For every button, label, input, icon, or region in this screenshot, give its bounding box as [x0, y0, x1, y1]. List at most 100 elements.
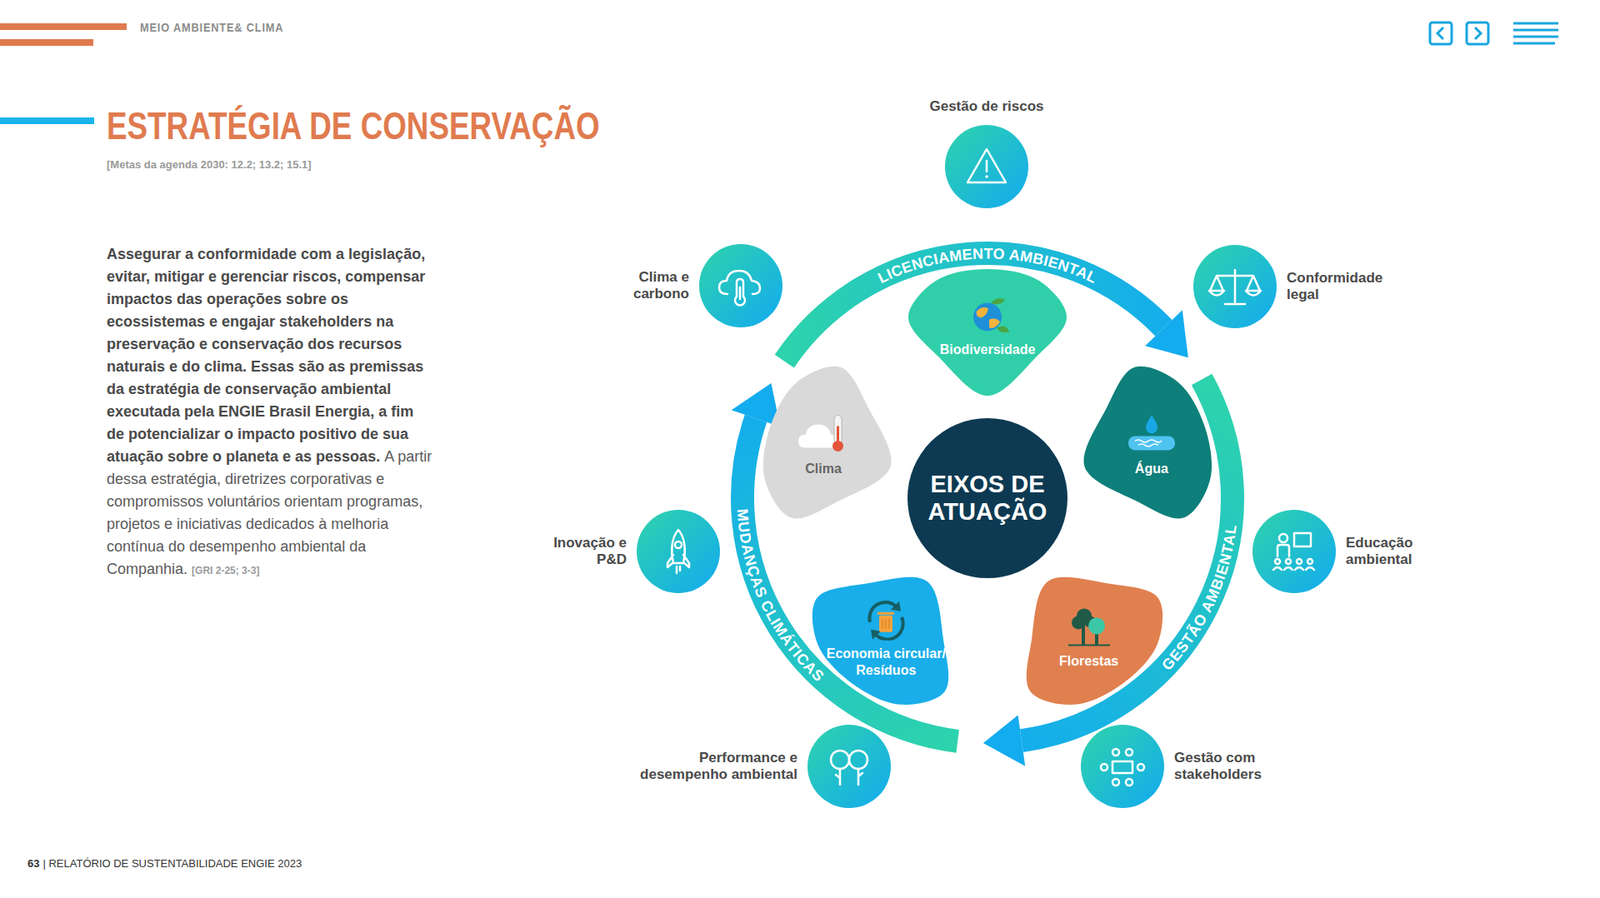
icon-dot	[1125, 749, 1133, 756]
icon-dot	[1279, 534, 1288, 543]
topic-icon	[719, 270, 760, 305]
petal-label: Água	[1135, 460, 1169, 477]
petal-label: Biodiversidade	[940, 341, 1036, 358]
arc-label: GESTÃO AMBIENTAL	[1158, 523, 1240, 674]
circle-fill	[1252, 510, 1336, 594]
petal-fill	[1060, 352, 1230, 543]
page-title: ESTRATÉGIA DE CONSERVAÇÃO	[106, 106, 600, 145]
title-bar	[0, 117, 95, 125]
topic-label: Gestão de riscos	[929, 98, 1044, 115]
circle-shape	[1252, 510, 1336, 594]
icon-stroke	[1305, 567, 1315, 570]
icon-stroke	[1112, 761, 1133, 774]
cycle-ring: LICENCIAMENTO AMBIENTALGESTÃO AMBIENTALM…	[731, 245, 1240, 766]
icon-dot	[985, 175, 989, 179]
nav-icons	[1430, 22, 1559, 45]
icon-dot	[1307, 559, 1313, 565]
body-text: A partir dessa estratégia, diretrizes co…	[106, 448, 432, 578]
icon-stroke	[976, 307, 1000, 329]
petal-icon	[1125, 412, 1179, 456]
axis-petal: Clima	[733, 348, 934, 549]
petal-icon	[859, 597, 913, 641]
petal-content: Economia circular/ Resíduos	[815, 597, 957, 678]
petal-shape	[887, 235, 1088, 436]
bin-lid	[877, 612, 895, 615]
topic-label: Inovação e P&D	[543, 535, 627, 570]
topic-circle: Inovação e P&D	[636, 510, 720, 594]
petal-fill	[745, 352, 915, 543]
reference-note: [GRI 2-25; 3-3]	[191, 565, 260, 577]
icon-stroke	[1284, 567, 1293, 570]
topic-circle: Gestão com stakeholders	[1080, 725, 1165, 809]
arc-label-text: MUDANÇAS CLIMÁTICAS	[734, 508, 828, 685]
topic-icon	[830, 750, 868, 785]
icon-dot	[973, 302, 1002, 331]
topic-circle: Educação ambiental	[1252, 510, 1336, 594]
icon-stroke	[870, 601, 901, 640]
petal-content: Florestas	[1018, 605, 1160, 670]
icon-dot	[849, 750, 868, 770]
icon-dot	[1112, 749, 1120, 756]
thermometer	[834, 415, 842, 444]
icon-dot	[1100, 764, 1108, 771]
arc-label-text: GESTÃO AMBIENTAL	[1158, 523, 1240, 674]
topic-icon	[1273, 533, 1315, 570]
petal-fill	[908, 269, 1067, 396]
petal-fill	[983, 535, 1186, 731]
icon-dot	[1296, 559, 1302, 565]
petal-content: Clima	[752, 412, 895, 477]
icon-stroke	[835, 769, 863, 785]
icon-stroke	[1135, 440, 1162, 447]
circle-fill	[699, 244, 783, 328]
petal-icon	[796, 412, 850, 456]
icon-dot	[1137, 764, 1145, 771]
circle-shape	[1080, 725, 1165, 809]
circle-fill	[945, 125, 1029, 209]
topic-label: Conformidade legal	[1286, 270, 1395, 305]
icon-stroke	[967, 149, 1006, 183]
petal-label: Clima	[805, 460, 842, 477]
circle-fill	[636, 510, 720, 594]
icon-stroke	[667, 530, 690, 574]
icon-dot	[675, 541, 682, 549]
icon-stroke	[1273, 567, 1282, 570]
petal-label: Economia circular/ Resíduos	[819, 645, 953, 678]
circle-fill	[1193, 245, 1277, 329]
petal-shape	[733, 348, 934, 549]
icon-stroke	[990, 298, 1010, 333]
axis-petal: Biodiversidade	[887, 235, 1088, 436]
circle-shape	[945, 125, 1029, 209]
header-bar	[0, 23, 127, 30]
arc-label: MUDANÇAS CLIMÁTICAS	[734, 508, 828, 685]
icon-dot	[1275, 559, 1280, 565]
body-paragraph: Assegurar a conformidade com a legislaçã…	[106, 243, 434, 583]
arrow-head	[1145, 310, 1189, 358]
topic-label: Clima e carbono	[614, 269, 690, 304]
petal-content: Água	[1080, 412, 1223, 477]
icon-stroke	[1145, 415, 1158, 434]
petal-label: Florestas	[1059, 654, 1119, 670]
circle-fill	[1080, 725, 1165, 809]
body-bold: Assegurar a conformidade com a legislaçã…	[106, 245, 425, 465]
petal-fill	[788, 535, 991, 731]
axis-petal: Economia circular/ Resíduos	[791, 530, 992, 730]
bin	[879, 615, 893, 633]
section-header: MEIO AMBIENTE& CLIMA	[140, 20, 284, 35]
axis-petal: Água	[1041, 348, 1242, 549]
header-bar	[0, 39, 94, 46]
icon-stroke	[882, 619, 890, 630]
icon-stroke	[836, 425, 840, 445]
circle-shape	[636, 510, 720, 594]
report-name: | RELATÓRIO DE SUSTENTABILIDADE ENGIE 20…	[42, 857, 302, 870]
water-slab	[1128, 435, 1175, 450]
topic-icon	[1209, 270, 1261, 305]
center-fill	[907, 418, 1068, 579]
circle-shape	[1193, 245, 1277, 329]
icon-dot	[1125, 779, 1133, 786]
center-circle: EIXOS DE ATUAÇÃO	[907, 418, 1068, 579]
icon-stroke	[1277, 533, 1311, 557]
axis-petal: Florestas	[983, 530, 1184, 730]
topic-icon	[967, 149, 1006, 183]
circle-shape	[699, 244, 783, 328]
